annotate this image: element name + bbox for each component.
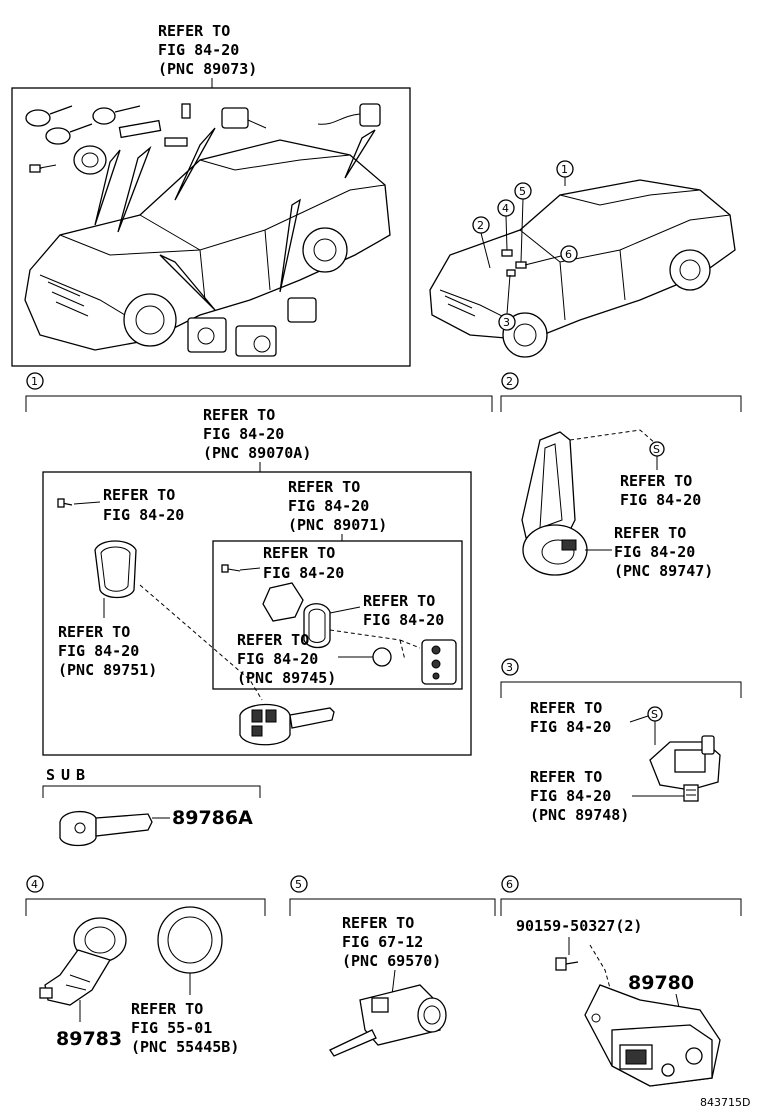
svg-text:5: 5 [519, 185, 526, 198]
bolt-part [555, 957, 579, 971]
sec1-cover-ref-line3: (PNC 89751) [58, 661, 157, 679]
sec4-ref-line3: (PNC 55445B) [131, 1038, 239, 1056]
svg-text:3: 3 [503, 316, 510, 329]
sec1-inner-ref-line3: (PNC 89071) [288, 516, 387, 534]
top-reference: REFER TO FIG 84-20 (PNC 89073) [158, 22, 257, 88]
sec4-part-number: 89783 [56, 1028, 122, 1050]
sec2-ref1-line2: FIG 84-20 [620, 491, 701, 509]
ecu-parts-bottom [187, 297, 317, 357]
sec5-ref-line3: (PNC 69570) [342, 952, 441, 970]
sec2-ref1-line1: REFER TO [620, 472, 692, 490]
sec1-small-screw-ref-line2: FIG 84-20 [263, 564, 344, 582]
transmitter-plate [262, 582, 304, 622]
callout-5: 5 [514, 182, 532, 263]
sec1-small-screw-ref-line1: REFER TO [263, 544, 335, 562]
diagram-id: 843715D [700, 1096, 750, 1109]
top-ref-line3: (PNC 89073) [158, 60, 257, 78]
car-illustration-left [24, 139, 391, 351]
callout-6: 6 [524, 245, 578, 266]
svg-text:4: 4 [502, 202, 509, 215]
sec1-main-ref-line1: REFER TO [203, 406, 275, 424]
transmitter-cover [94, 540, 137, 618]
control-module-part [584, 984, 721, 1087]
sec1-battery-ref-line1: REFER TO [237, 631, 309, 649]
sec6-part-number: 89780 [628, 972, 694, 994]
sec3-ref2-line2: FIG 84-20 [530, 787, 611, 805]
sec3-ref2-line1: REFER TO [530, 768, 602, 786]
section-3: 3 REFER TO FIG 84-20 S REFER TO FIG 84-2… [500, 658, 742, 824]
sub-part-number: 89786A [172, 807, 253, 829]
battery [372, 647, 392, 667]
callout-1: 1 [556, 160, 574, 186]
svg-text:2: 2 [477, 219, 484, 232]
ignition-pad-part [39, 917, 127, 1006]
section-6: 6 90159-50327(2) 89780 [500, 875, 742, 1087]
callout-2: 2 [472, 216, 491, 269]
overview-car-right: 1 2 3 4 5 6 [429, 160, 736, 358]
section-2-number: 2 [506, 375, 513, 388]
section-6-number: 6 [506, 878, 513, 891]
sec6-bolt-number: 90159-50327(2) [516, 917, 642, 935]
section-5: 5 REFER TO FIG 67-12 (PNC 69570) [289, 875, 496, 1057]
steering-lock-part [521, 431, 588, 576]
transmitter-board [329, 629, 457, 685]
trim-ring-part [157, 906, 223, 974]
sub-key [59, 811, 153, 847]
svg-text:1: 1 [561, 163, 568, 176]
sec2-ref2-line3: (PNC 89747) [614, 562, 713, 580]
sec1-battery-ref-line2: FIG 84-20 [237, 650, 318, 668]
sec1-main-ref-line3: (PNC 89070A) [203, 444, 311, 462]
callout-4: 4 [497, 199, 515, 251]
svg-text:S: S [653, 443, 660, 456]
master-key [239, 703, 335, 746]
sec5-ref-line1: REFER TO [342, 914, 414, 932]
sec5-ref-line2: FIG 67-12 [342, 933, 423, 951]
sec1-cover-ref-line2: FIG 84-20 [58, 642, 139, 660]
section-2: 2 S REFER TO FIG 84-20 REFER TO FIG 84-2… [500, 372, 742, 580]
section-5-number: 5 [295, 878, 302, 891]
top-ref-line1: REFER TO [158, 22, 230, 40]
svg-text:REFER TO: REFER TO [363, 592, 435, 610]
sensor-unit-part [649, 735, 721, 802]
top-ref-line2: FIG 84-20 [158, 41, 239, 59]
sec2-ref2-line1: REFER TO [614, 524, 686, 542]
sec1-main-ref-line2: FIG 84-20 [203, 425, 284, 443]
section-1: 1 REFER TO FIG 84-20 (PNC 89070A) REFER … [25, 372, 493, 756]
sec1-screw-ref-line2: FIG 84-20 [103, 506, 184, 524]
section-4: 4 89783 REFER TO FIG 55-01 (PNC 55445B) [25, 875, 266, 1056]
section-3-number: 3 [506, 661, 513, 674]
sec4-ref-line2: FIG 55-01 [131, 1019, 212, 1037]
svg-text:S: S [651, 708, 658, 721]
sec3-ref1-line1: REFER TO [530, 699, 602, 717]
sec1-inner-ref-line2: FIG 84-20 [288, 497, 369, 515]
sec1-battery-ref-line3: (PNC 89745) [237, 669, 336, 687]
section-4-number: 4 [31, 878, 38, 891]
sec3-ref1-line2: FIG 84-20 [530, 718, 611, 736]
section-1-number: 1 [31, 375, 38, 388]
svg-text:6: 6 [565, 248, 572, 261]
sec1-inner-ref-line1: REFER TO [288, 478, 360, 496]
key-cylinder-part [329, 984, 447, 1057]
sec1-screw-ref-line1: REFER TO [103, 486, 175, 504]
sec1-cover-ref-line1: REFER TO [58, 623, 130, 641]
sub-section: SUB 89786A [42, 766, 261, 847]
sec4-ref-line1: REFER TO [131, 1000, 203, 1018]
transmitter-box [42, 471, 472, 756]
keys-cluster [25, 103, 191, 175]
overview-box-left [11, 87, 411, 367]
sec1-ring-ref-line2: FIG 84-20 [363, 611, 444, 629]
sec2-ref2-line2: FIG 84-20 [614, 543, 695, 561]
door-unit-part [174, 107, 267, 201]
sub-label: SUB [46, 766, 91, 784]
transmitter-inner-box [212, 540, 463, 690]
transmitter-ring [303, 603, 331, 649]
callout-3: 3 [498, 274, 516, 331]
trunk-unit-part [317, 103, 381, 179]
sec3-ref2-line3: (PNC 89748) [530, 806, 629, 824]
